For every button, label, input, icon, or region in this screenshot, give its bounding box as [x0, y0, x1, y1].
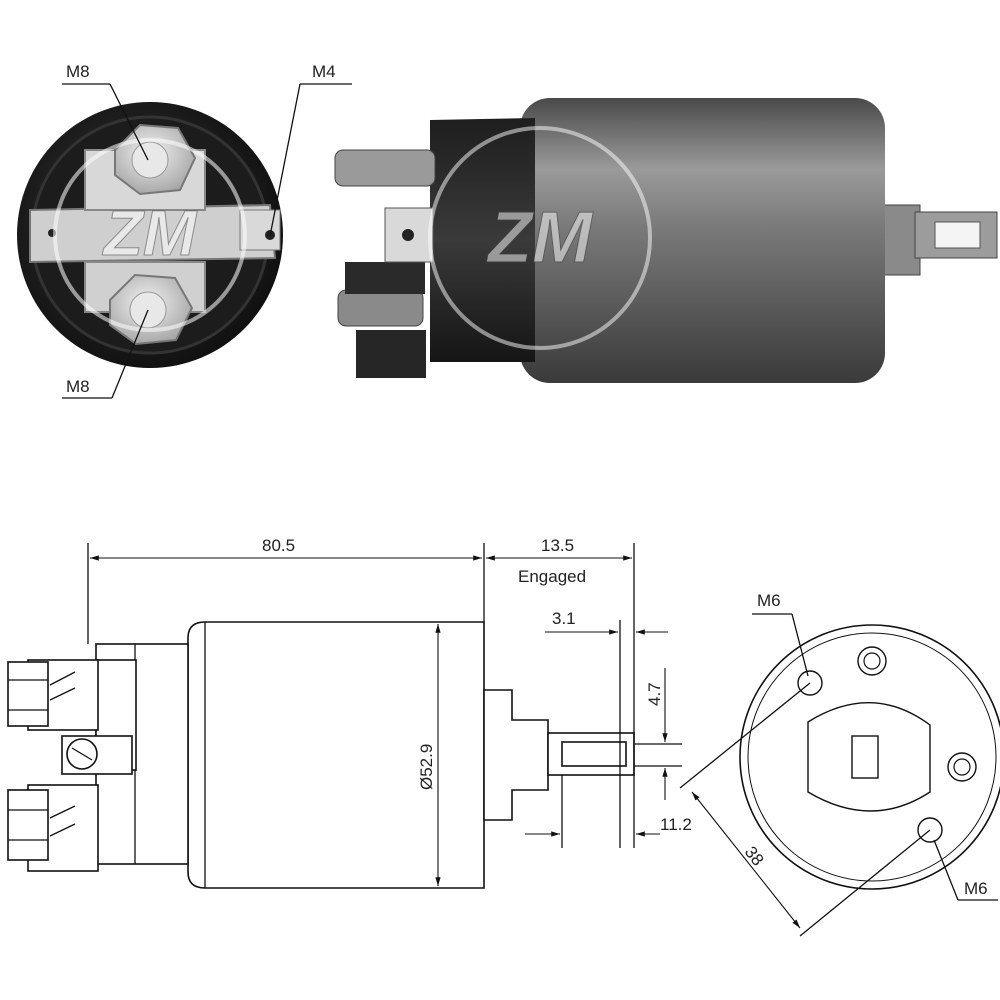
label-m8-top: M8 [66, 62, 90, 81]
dim-slot-width: 4.7 [645, 682, 664, 706]
dim-body-diameter: Ø52.9 [417, 744, 436, 790]
dim-mount-spacing: 38 [741, 843, 768, 870]
label-m6-bottom: M6 [964, 879, 988, 898]
svg-text:ZM: ZM [486, 198, 594, 278]
dim-body-length: 80.5 [262, 536, 295, 555]
label-m8-bottom: M8 [66, 377, 90, 396]
photo-side-view: ZM [334, 98, 998, 383]
svg-text:ZM: ZM [102, 197, 198, 269]
photo-end-view: ZM [17, 102, 283, 368]
dim-plunger-length: 11.2 [660, 815, 692, 834]
drawing-side-elevation: 80.5 13.5 Engaged 3.1 4.7 11.2 Ø52.9 [7, 536, 692, 889]
dim-slot-offset: 3.1 [552, 609, 576, 628]
label-m4: M4 [312, 62, 336, 81]
drawing-end-view: 38 M6 M6 [679, 591, 1000, 937]
watermark-logo-right: ZM [428, 126, 652, 350]
watermark-logo-left: ZM [53, 138, 247, 332]
label-engaged: Engaged [518, 567, 586, 586]
dim-plunger-travel: 13.5 [541, 536, 574, 555]
photo-labels: M8 M4 M8 [62, 62, 352, 399]
label-m6-top: M6 [757, 591, 781, 610]
